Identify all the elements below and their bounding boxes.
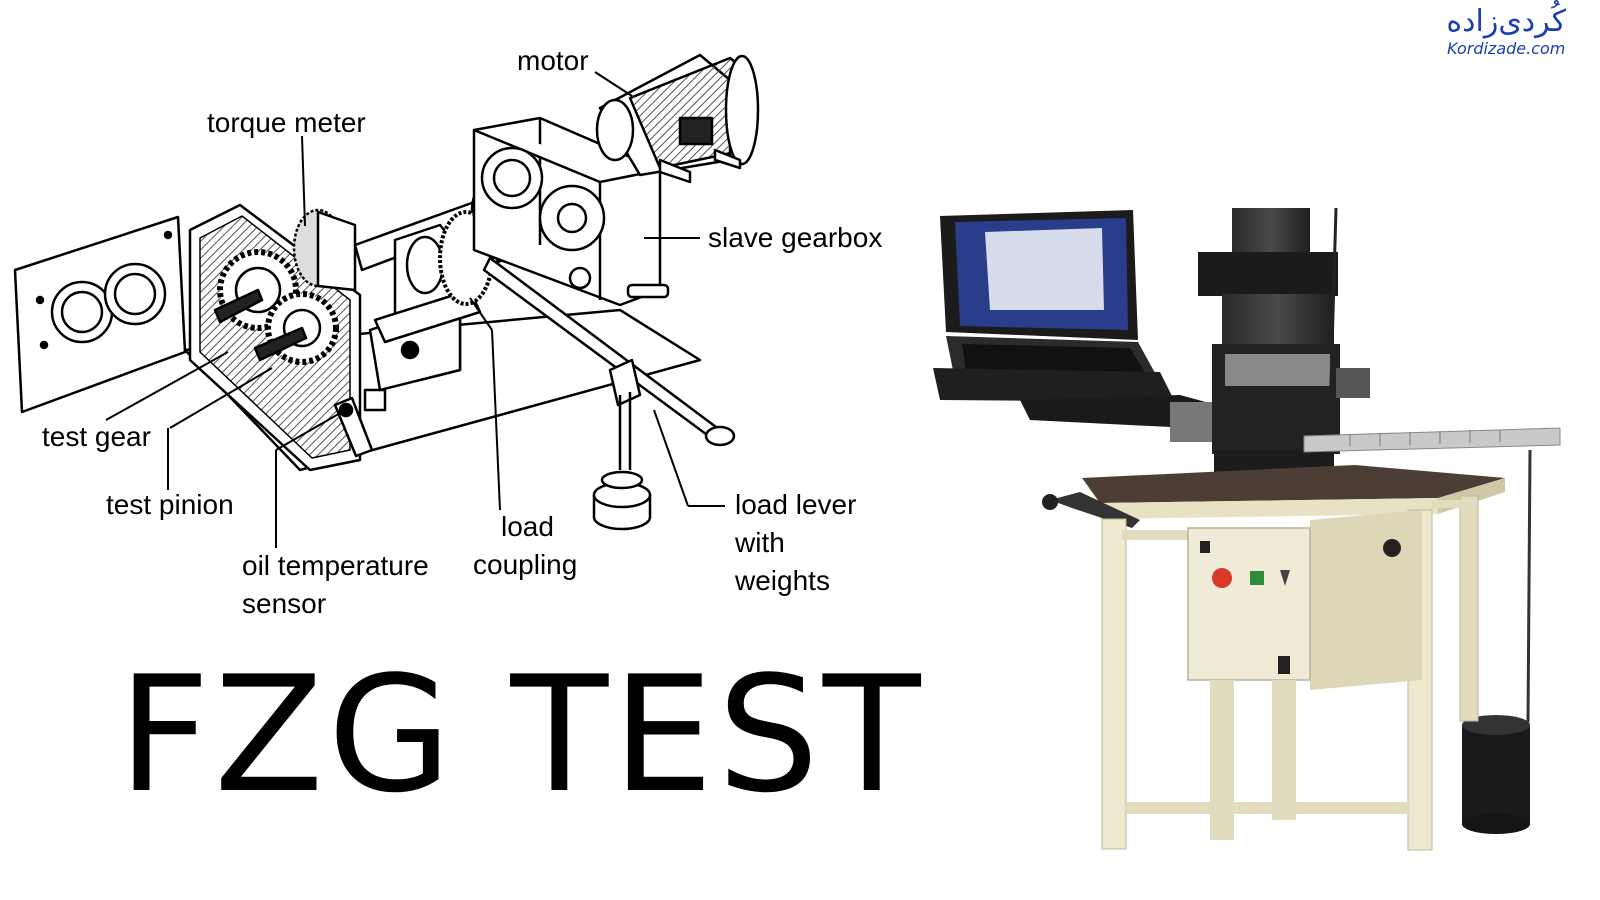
label-load-lever-line2: with [735, 527, 785, 558]
label-oil-temperature-line1: oil temperature [242, 550, 429, 581]
stop-button-icon [1212, 568, 1232, 588]
site-logo: کُردی‌زاده Kordizade.com [1446, 4, 1566, 58]
label-test-pinion: test pinion [106, 489, 234, 520]
label-load-lever-line1: load lever [735, 489, 857, 520]
label-load-coupling-line1: load [501, 511, 554, 542]
motor-shape [595, 53, 760, 184]
rig-photo [933, 207, 1561, 851]
label-torque-meter: torque meter [207, 107, 366, 138]
label-oil-temperature-line2: sensor [242, 588, 327, 619]
leader-lines [105, 71, 725, 548]
schematic-drawing [13, 53, 760, 531]
logo-text-latin: Kordizade.com [1447, 39, 1566, 58]
table-top-shape [1082, 465, 1505, 503]
label-load-lever-line3: weights [735, 565, 830, 596]
table-leg-front-left [1101, 518, 1127, 850]
label-motor: motor [517, 45, 589, 76]
label-load-coupling-line2: coupling [473, 549, 578, 580]
logo-text-persian: کُردی‌زاده [1446, 4, 1566, 39]
page-title: FZG TEST [118, 641, 925, 828]
weights-shape [592, 470, 652, 531]
label-slave-gearbox: slave gearbox [708, 222, 883, 253]
control-cabinet-shape [1187, 527, 1311, 681]
label-test-gear: test gear [42, 421, 151, 452]
start-button-icon [1250, 571, 1264, 585]
